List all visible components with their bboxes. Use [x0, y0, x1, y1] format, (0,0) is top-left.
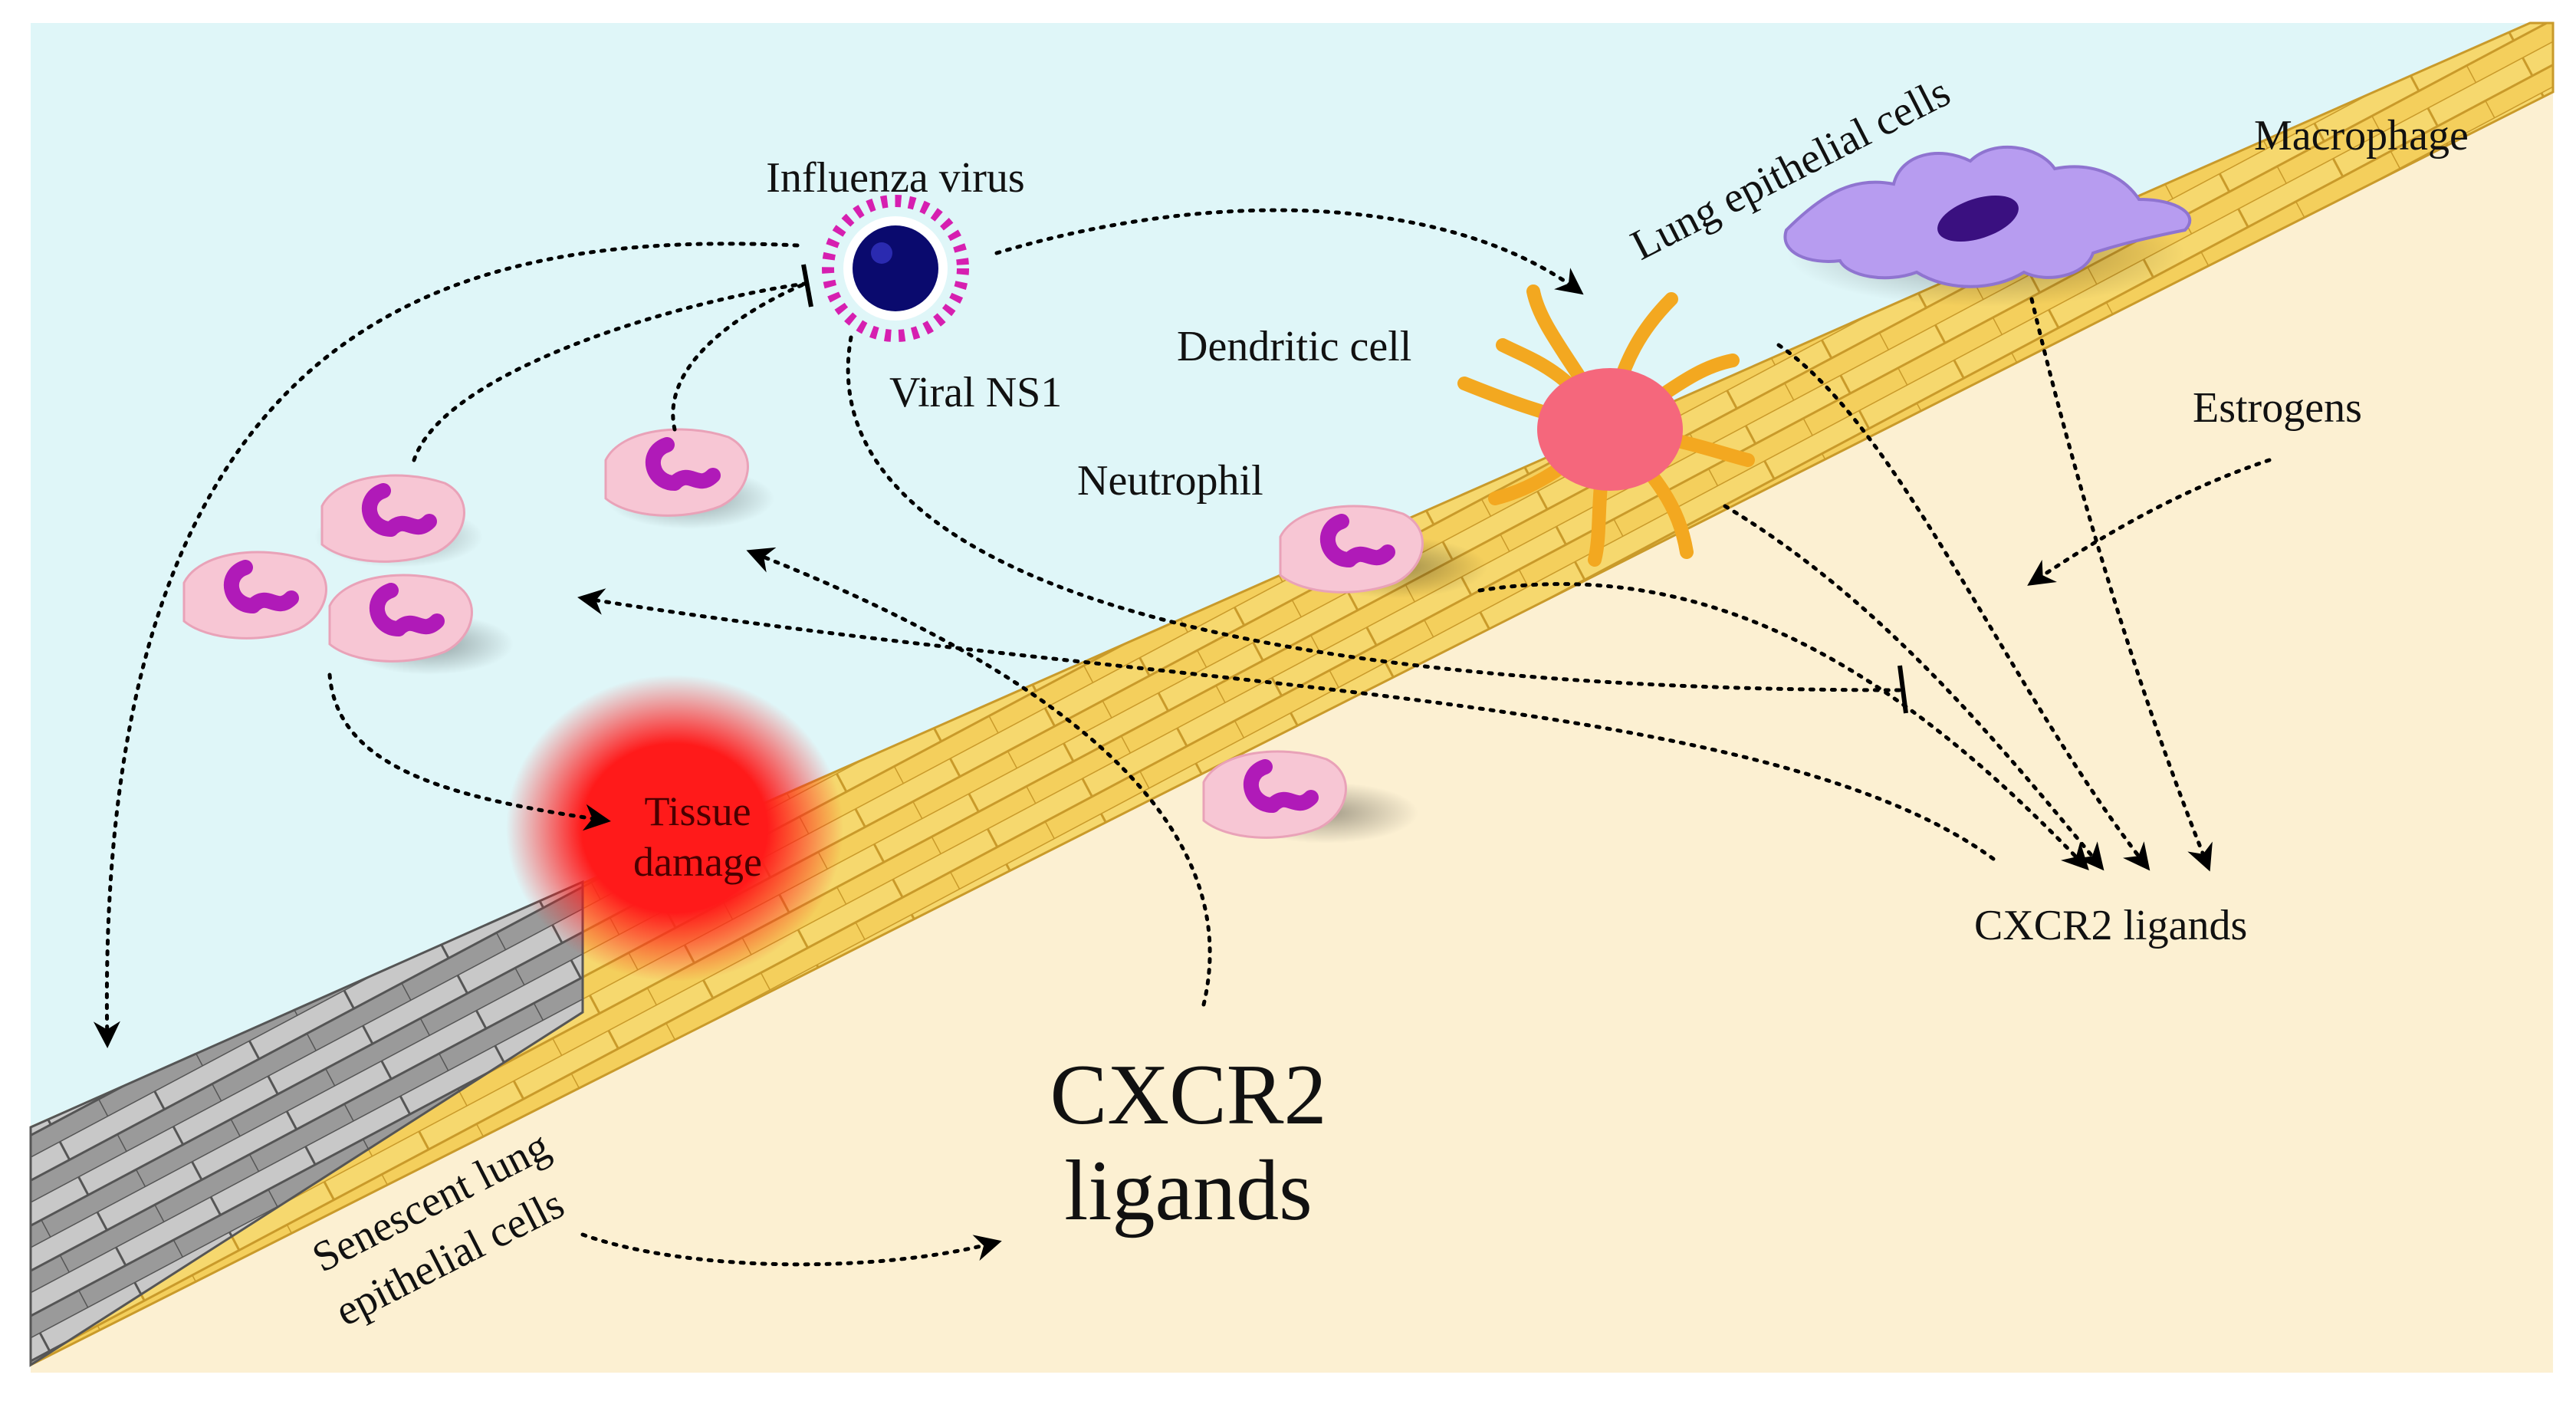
arrow-epithelium-to-cxcr2	[1776, 343, 2150, 871]
neutrophil-cell-4	[604, 428, 774, 529]
neutrophil-label: Neutrophil	[1077, 457, 1263, 505]
line-ns1-inhibition	[846, 335, 1904, 692]
arrow-virus-to-dendritic	[994, 208, 1584, 295]
arrow-virus-to-senescent	[93, 242, 800, 1048]
inhibition-bars	[801, 264, 1908, 714]
macrophage-icon	[1783, 145, 2192, 307]
senescent-epithelium-band	[29, 880, 584, 1367]
neutrophil-cell-6	[1202, 750, 1418, 844]
inhibition-bar-virus	[801, 264, 813, 307]
tissue-damage-spot	[506, 675, 843, 982]
neutrophil-cell-3	[328, 574, 514, 675]
dendritic-cell-label: Dendritic cell	[1177, 323, 1411, 370]
influenza-virus-icon	[822, 195, 969, 342]
neutrophil-cell-2	[182, 551, 327, 640]
line-neutrophil-inhibition-2	[671, 281, 807, 432]
estrogens-label: Estrogens	[2193, 384, 2362, 432]
influenza-virus-label: Influenza virus	[766, 154, 1024, 202]
cxcr2-ligands-label-big-1: CXCR2	[1050, 1047, 1327, 1143]
arrow-cxcr2-to-neutrophils	[577, 588, 1996, 861]
tissue-damage-label-2: damage	[633, 839, 762, 885]
inhibition-bar-ns1	[1898, 665, 1908, 714]
arrow-dendritic-to-cxcr2	[1723, 504, 2104, 871]
cxcr2-ligands-label-big-2: ligands	[1064, 1143, 1313, 1238]
neutrophil-cell-5	[1279, 505, 1487, 598]
line-neutrophil-inhibition-1	[412, 281, 807, 462]
arrow-neutrophil-to-damage	[327, 673, 611, 831]
viral-ns1-label: Viral NS1	[889, 369, 1062, 416]
arrow-cxcr2-to-neutrophil	[746, 547, 1212, 1007]
arrow-neutrophil-to-cxcr2	[1477, 582, 2089, 871]
connection-lines	[93, 208, 2272, 1267]
arrow-estrogens	[2027, 458, 2272, 586]
macrophage-label: Macrophage	[2254, 112, 2469, 160]
arrow-senescent-to-cxcr2	[580, 1232, 1002, 1267]
dendritic-cell-icon	[1457, 284, 1755, 567]
arrow-macrophage-to-cxcr2	[2029, 297, 2213, 872]
neutrophil-cell-1	[314, 474, 483, 567]
cxcr2-ligands-label-small: CXCR2 ligands	[1974, 902, 2247, 949]
tissue-damage-label-1: Tissue	[644, 788, 751, 834]
